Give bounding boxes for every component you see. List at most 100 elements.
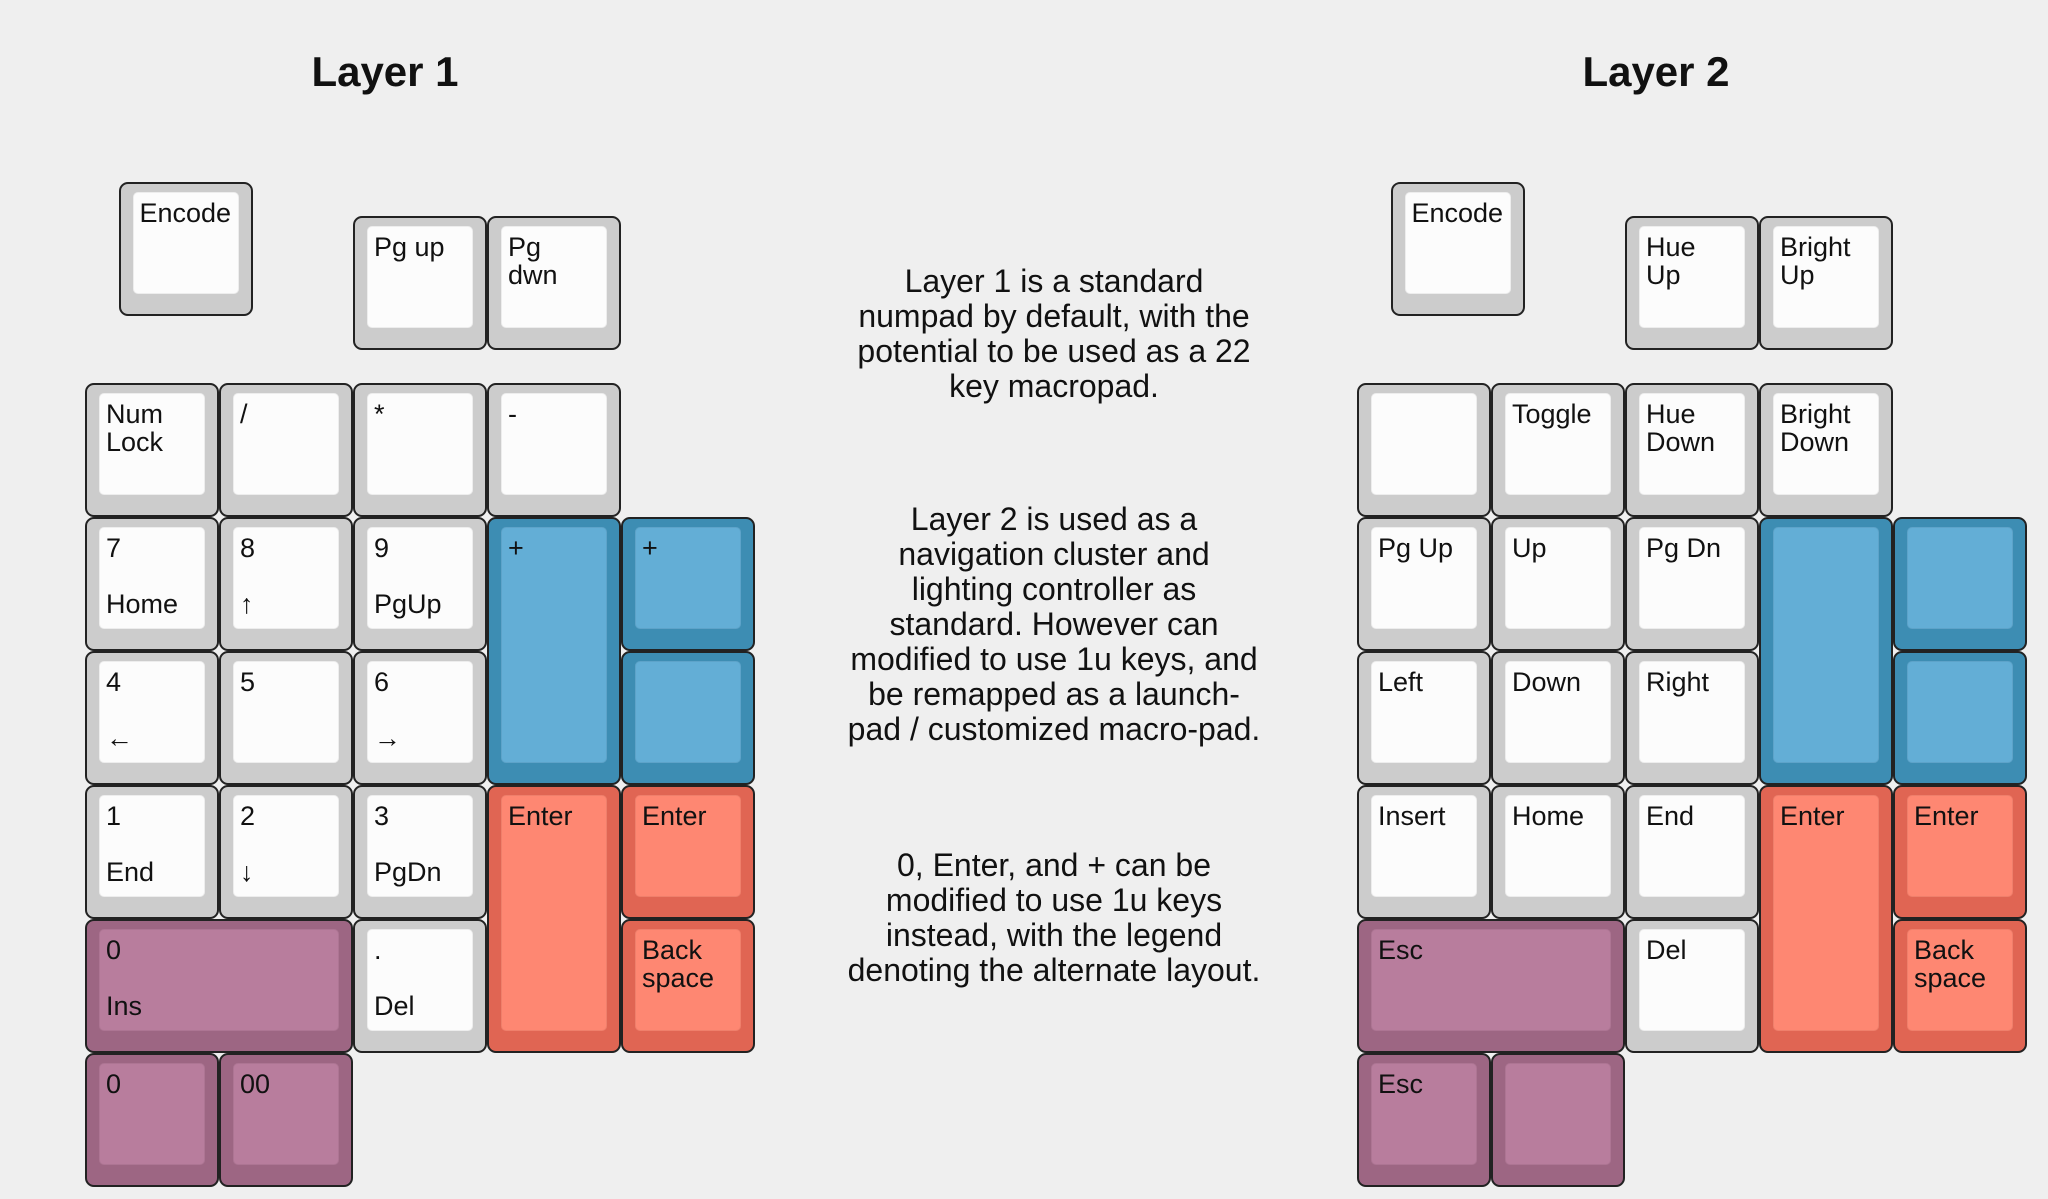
keycap-top: 0	[99, 1063, 205, 1165]
key-gray[interactable]: Right	[1625, 651, 1759, 785]
key-purple[interactable]: 0	[85, 1053, 219, 1187]
key-legend-bottom: →	[374, 723, 401, 753]
key-legend-bottom: Del	[374, 991, 415, 1021]
key-gray[interactable]: 8↑	[219, 517, 353, 651]
key-blue[interactable]	[1893, 517, 2027, 651]
key-legend-top: Enter	[508, 801, 573, 831]
keycap-top: Enter	[501, 795, 607, 1031]
key-legend-top: Enter	[642, 801, 707, 831]
key-gray[interactable]: End	[1625, 785, 1759, 919]
key-gray[interactable]: Pg dwn	[487, 215, 621, 350]
keycap-top	[1773, 527, 1879, 763]
key-gray[interactable]: Pg Up	[1357, 517, 1491, 651]
keycap-top: .Del	[367, 929, 473, 1031]
key-purple[interactable]: Esc	[1357, 1053, 1491, 1187]
key-gray[interactable]: Pg up	[353, 215, 487, 350]
key-purple[interactable]	[1491, 1053, 1625, 1187]
key-gray[interactable]: 6→	[353, 651, 487, 785]
key-legend-top: Home	[1512, 801, 1585, 831]
keycap-top	[635, 661, 741, 763]
key-gray[interactable]: 2↓	[219, 785, 353, 919]
keycap-top: -	[501, 393, 607, 495]
key-gray[interactable]: Bright Down	[1759, 383, 1893, 517]
layer1-title: Layer 1	[311, 48, 459, 95]
key-blue[interactable]: +	[487, 517, 621, 785]
key-blue[interactable]	[621, 651, 755, 785]
key-gray[interactable]: .Del	[353, 919, 487, 1053]
keycap-top: 2↓	[233, 795, 339, 897]
keycap-top: Pg Dn	[1639, 527, 1745, 629]
key-gray[interactable]: Down	[1491, 651, 1625, 785]
keycap-top: *	[367, 393, 473, 495]
keycap-top	[1505, 1063, 1611, 1165]
key-legend-top: Encode	[139, 198, 232, 228]
key-gray[interactable]: 4←	[85, 651, 219, 785]
key-gray[interactable]: Up	[1491, 517, 1625, 651]
key-legend-top: *	[374, 399, 385, 429]
key-purple[interactable]: Esc	[1357, 919, 1625, 1053]
keycap-top: /	[233, 393, 339, 495]
key-blue[interactable]	[1893, 651, 2027, 785]
key-legend-top: +	[508, 533, 524, 563]
key-gray[interactable]: Left	[1357, 651, 1491, 785]
key-gray[interactable]: Encode	[118, 182, 253, 316]
key-legend-bottom: End	[106, 857, 155, 887]
key-red[interactable]: Back space	[1893, 919, 2027, 1053]
keycap-top: Up	[1505, 527, 1611, 629]
keycap-top: Hue Down	[1639, 393, 1745, 495]
key-gray[interactable]: /	[219, 383, 353, 517]
key-gray[interactable]: Insert	[1357, 785, 1491, 919]
keycap-top: Bright Down	[1773, 393, 1879, 495]
key-gray[interactable]: Bright Up	[1759, 215, 1893, 350]
key-legend-top: Insert	[1378, 801, 1446, 831]
keycap-top: +	[501, 527, 607, 763]
key-legend-top: Bright Up	[1780, 231, 1851, 290]
key-gray[interactable]	[1357, 383, 1491, 517]
key-gray[interactable]: Pg Dn	[1625, 517, 1759, 651]
key-gray[interactable]: Home	[1491, 785, 1625, 919]
key-gray[interactable]: Del	[1625, 919, 1759, 1053]
keycap-top: Enter	[635, 795, 741, 897]
key-red[interactable]: Enter	[1893, 785, 2027, 919]
key-blue[interactable]: +	[621, 517, 755, 651]
key-legend-top: 9	[374, 533, 390, 563]
key-gray[interactable]: 5	[219, 651, 353, 785]
key-gray[interactable]: -	[487, 383, 621, 517]
key-legend-top: Num Lock	[106, 399, 164, 457]
key-gray[interactable]: *	[353, 383, 487, 517]
key-gray[interactable]: Encode	[1390, 182, 1525, 316]
key-legend-top: 4	[106, 667, 122, 697]
key-red[interactable]: Back space	[621, 919, 755, 1053]
key-gray[interactable]: Hue Down	[1625, 383, 1759, 517]
key-legend-top: Pg Dn	[1646, 533, 1722, 563]
keycap-top: Back space	[1907, 929, 2013, 1031]
key-red[interactable]: Enter	[621, 785, 755, 919]
key-legend-top: 0	[106, 1069, 122, 1099]
key-purple[interactable]: 00	[219, 1053, 353, 1187]
key-gray[interactable]: Hue Up	[1625, 215, 1759, 350]
key-legend-top: End	[1646, 801, 1695, 831]
key-legend-top: Toggle	[1512, 399, 1592, 429]
key-blue[interactable]	[1759, 517, 1893, 785]
keycap-top: Pg up	[367, 225, 473, 328]
key-legend-top: 2	[240, 801, 256, 831]
keycap-top: Home	[1505, 795, 1611, 897]
key-legend-top: Left	[1378, 667, 1424, 697]
keycap-top: Hue Up	[1639, 225, 1745, 328]
keycap-top: Num Lock	[99, 393, 205, 495]
key-legend-top: 6	[374, 667, 390, 697]
key-red[interactable]: Enter	[1759, 785, 1893, 1053]
key-red[interactable]: Enter	[487, 785, 621, 1053]
key-gray[interactable]: Num Lock	[85, 383, 219, 517]
key-gray[interactable]: Toggle	[1491, 383, 1625, 517]
key-legend-top: Esc	[1378, 1069, 1424, 1099]
